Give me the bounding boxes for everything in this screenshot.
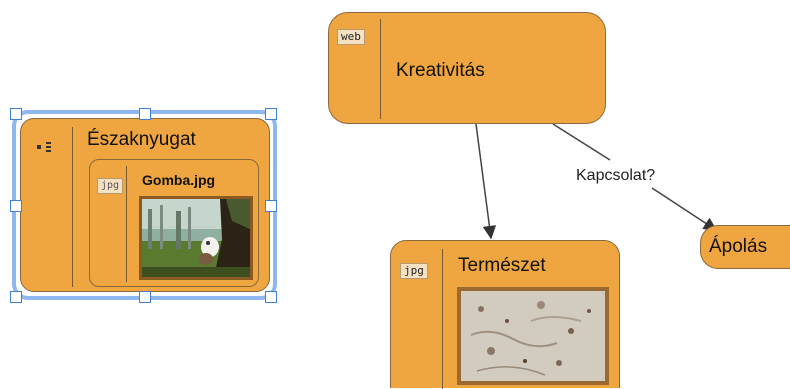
resize-handle-top-center[interactable] (139, 108, 151, 120)
node-termeszet[interactable]: jpg Természet (390, 240, 620, 389)
resize-handle-bottom-right[interactable] (265, 291, 277, 303)
file-type-tag: jpg (97, 178, 124, 194)
resize-handle-top-left[interactable] (10, 108, 22, 120)
file-type-tag: web (337, 29, 365, 45)
node-eszaknyugat[interactable]: Északnyugat jpg Gomba.jpg (20, 118, 270, 292)
resize-handle-top-right[interactable] (265, 108, 277, 120)
node-kreativitas[interactable]: web Kreativitás (328, 12, 606, 124)
node-title[interactable]: Természet (458, 255, 546, 276)
node-title[interactable]: Északnyugat (87, 129, 196, 150)
node-title[interactable]: Gomba.jpg (142, 172, 216, 188)
node-title[interactable]: Ápolás (709, 236, 768, 257)
resize-handle-bottom-left[interactable] (10, 291, 22, 303)
node-gomba-jpg[interactable]: jpg Gomba.jpg (89, 159, 259, 287)
file-type-tag: jpg (400, 263, 428, 279)
resize-handle-middle-left[interactable] (10, 200, 22, 212)
node-title[interactable]: Kreativitás (396, 60, 485, 81)
node-separator (380, 19, 381, 119)
forest-scene-thumbnail[interactable] (139, 196, 253, 280)
edge-kreativitas-apolas-a[interactable] (552, 123, 611, 161)
edge-kreativitas-apolas-b[interactable] (651, 187, 718, 231)
node-separator (72, 127, 73, 287)
node-apolas[interactable]: Ápolás (700, 225, 790, 269)
edge-kreativitas-termeszet[interactable] (475, 123, 497, 240)
node-separator (442, 249, 443, 389)
resize-handle-middle-right[interactable] (265, 200, 277, 212)
resize-handle-bottom-center[interactable] (139, 291, 151, 303)
node-separator (126, 166, 127, 282)
list-bullets-icon (37, 141, 57, 153)
stone-texture-thumbnail[interactable] (457, 287, 609, 385)
edge-label-kapcsolat[interactable]: Kapcsolat? (576, 167, 655, 184)
